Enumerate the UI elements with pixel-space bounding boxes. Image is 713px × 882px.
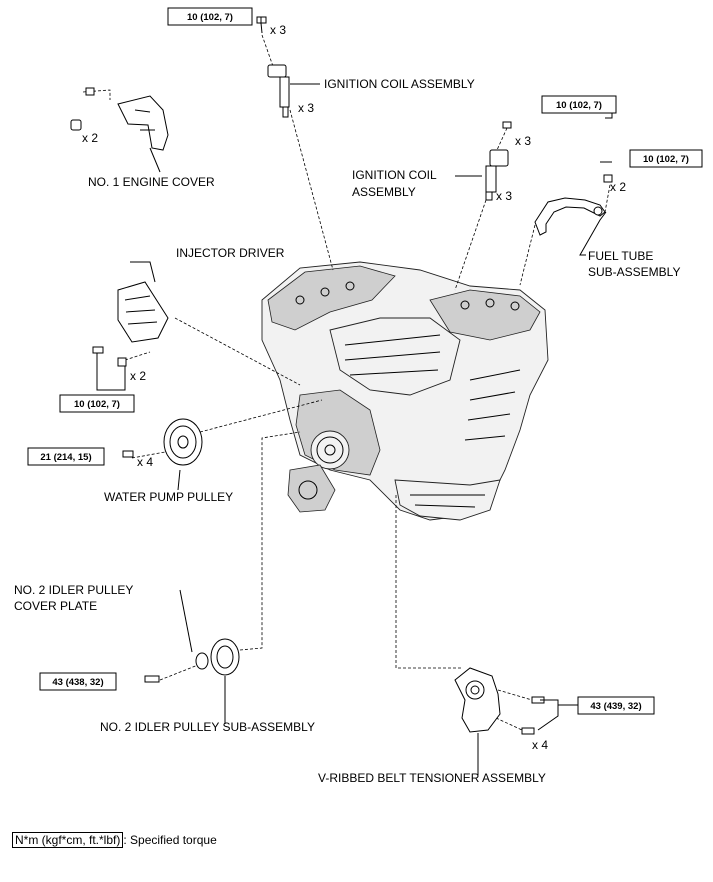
nut-icon (70, 119, 82, 131)
label-ignition-coil-right-line2: ASSEMBLY (352, 185, 416, 199)
bolt-icon (85, 87, 95, 96)
torque-value: 10 (102, 7) (74, 399, 120, 410)
label-tensioner: V-RIBBED BELT TENSIONER ASSEMBLY (318, 771, 546, 785)
quantity-label: x 2 (610, 180, 626, 194)
torque-value: 10 (102, 7) (187, 12, 233, 23)
bolt-icon (502, 121, 512, 129)
torque-callout: 21 (214, 15) (27, 447, 105, 466)
quantity-label: x 3 (496, 189, 512, 203)
torque-value: 21 (214, 15) (40, 452, 91, 463)
idler-pulley-illustration (210, 638, 240, 676)
torque-callout: 43 (439, 32) (577, 696, 655, 715)
torque-value: 10 (102, 7) (643, 154, 689, 165)
quantity-label: x 4 (137, 455, 153, 469)
quantity-label: x 3 (515, 134, 531, 148)
bolt-icon (117, 357, 127, 367)
label-ignition-coil-top: IGNITION COIL ASSEMBLY (324, 77, 475, 91)
ignition-coil-right-illustration (485, 149, 509, 201)
quantity-label: x 2 (130, 369, 146, 383)
bolt-icon (521, 727, 535, 735)
label-idler-cover-line2: COVER PLATE (14, 599, 97, 613)
assembly-dashed-lines (82, 34, 611, 731)
label-ignition-coil-right-line1: IGNITION COIL (352, 168, 437, 182)
bolt-icon (144, 675, 160, 683)
quantity-label: x 3 (270, 23, 286, 37)
torque-callout: 10 (102, 7) (629, 149, 703, 168)
bolt-icon (92, 346, 104, 354)
torque-legend: N*m (kgf*cm, ft.*lbf): Specified torque (12, 832, 217, 848)
bolt-icon (603, 174, 613, 183)
leader-lines (96, 17, 613, 775)
ignition-coil-top-illustration (267, 64, 290, 118)
idler-cover-plate-illustration (195, 652, 209, 670)
label-idler-cover-line1: NO. 2 IDLER PULLEY (14, 583, 133, 597)
engine-block-illustration (261, 261, 549, 521)
fuel-tube-illustration (534, 197, 606, 236)
torque-callout: 43 (438, 32) (39, 672, 117, 691)
torque-callout: 10 (102, 7) (167, 7, 253, 26)
label-fuel-tube-line2: SUB-ASSEMBLY (588, 265, 680, 279)
label-engine-cover: NO. 1 ENGINE COVER (88, 175, 215, 189)
legend-torque-box: N*m (kgf*cm, ft.*lbf) (12, 832, 124, 848)
quantity-label: x 2 (82, 131, 98, 145)
label-injector-driver: INJECTOR DRIVER (176, 246, 285, 260)
tensioner-illustration (454, 667, 501, 733)
legend-description: : Specified torque (123, 833, 217, 847)
engine-cover-illustration (117, 95, 169, 151)
water-pump-pulley-illustration (163, 418, 203, 466)
quantity-label: x 3 (298, 101, 314, 115)
injector-driver-illustration (117, 281, 169, 343)
torque-value: 43 (438, 32) (52, 677, 103, 688)
torque-callout: 10 (102, 7) (541, 95, 617, 114)
torque-value: 10 (102, 7) (556, 100, 602, 111)
quantity-label: x 4 (532, 738, 548, 752)
label-fuel-tube-line1: FUEL TUBE (588, 249, 653, 263)
bolt-icon (122, 450, 134, 458)
torque-callout: 10 (102, 7) (59, 394, 135, 413)
label-water-pump-pulley: WATER PUMP PULLEY (104, 490, 233, 504)
torque-value: 43 (439, 32) (590, 701, 641, 712)
label-idler-pulley: NO. 2 IDLER PULLEY SUB-ASSEMBLY (100, 720, 315, 734)
